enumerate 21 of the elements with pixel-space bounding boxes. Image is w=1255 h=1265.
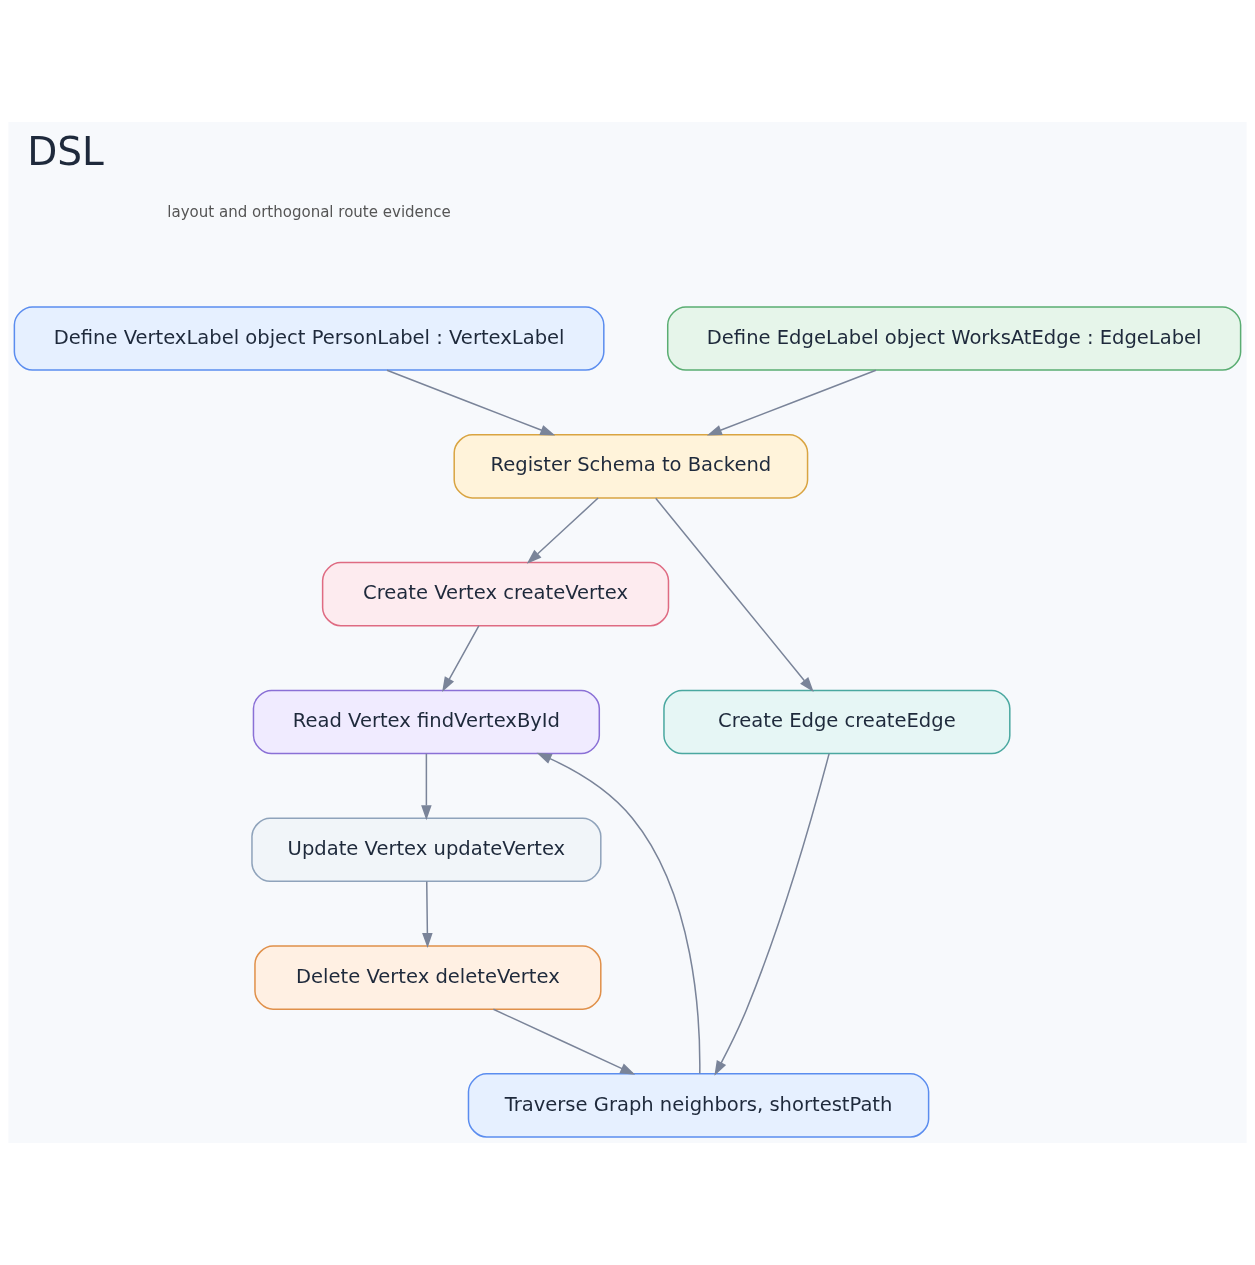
node-box: Register Schema to Backend: [453, 434, 809, 499]
node-box: Create Vertex createVertex: [321, 561, 670, 627]
arrow: [526, 497, 599, 564]
node-box: Define VertexLabel object PersonLabel : VertexLabel: [13, 306, 605, 371]
arrow: [386, 369, 556, 436]
node-box: Delete Vertex deleteVertex: [254, 945, 602, 1010]
node-box: Traverse Graph neighbors, shortestPath: [467, 1073, 930, 1138]
arrow: [536, 752, 701, 1075]
arrow: [706, 369, 877, 436]
arrow: [655, 497, 814, 693]
node-box: Update Vertex updateVertex: [251, 817, 602, 883]
diagram-title: DSL: [27, 129, 104, 175]
arrow: [442, 625, 480, 693]
node-box: Read Vertex findVertexById: [252, 689, 601, 755]
arrow: [421, 752, 432, 821]
node-box: Create Edge createEdge: [663, 689, 1011, 755]
arrow: [714, 752, 830, 1076]
arrow: [492, 1008, 636, 1075]
arrow: [422, 880, 433, 948]
node-box: Define EdgeLabel object WorksAtEdge : EdgeLabel: [666, 306, 1242, 371]
label: layout and orthogonal route evidence: [167, 202, 451, 221]
